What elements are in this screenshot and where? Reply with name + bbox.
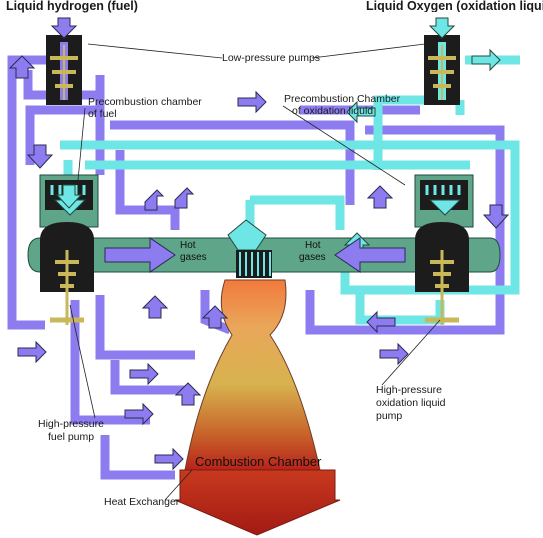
label-combustion-chamber: Combustion Chamber [195, 454, 322, 469]
fuel-inlet-arrow-icon [50, 17, 78, 39]
label-low-pressure-pumps: Low-pressure pumps [222, 52, 321, 64]
high-pressure-oxidizer-pump [415, 222, 469, 325]
label-hot-gases-left-2: gases [180, 252, 207, 263]
label-precomb-fuel-line1: Precombustion chamber [88, 96, 202, 108]
high-pressure-fuel-pump [40, 222, 94, 325]
hot-gas-arrow-right-icon [334, 237, 406, 273]
hot-gas-arrow-left-icon [104, 237, 176, 273]
label-hp-fuel-pump-1: High-pressure [38, 418, 104, 430]
label-hp-oxidizer-pump-3: pump [376, 410, 403, 422]
label-precomb-oxidizer-line2: of oxidation liquid [292, 105, 374, 117]
precombustion-chamber-oxidizer [414, 174, 474, 228]
low-pressure-pump-fuel [46, 35, 82, 105]
label-hp-oxidizer-pump-2: oxidation liquid [376, 397, 446, 409]
title-liquid-hydrogen: Liquid hydrogen (fuel) [6, 0, 138, 13]
title-liquid-oxygen: Liquid Oxygen (oxidation liquid) [366, 0, 543, 12]
label-heat-exchanger: Heat Exchanger [104, 496, 180, 508]
label-hot-gases-right-2: gases [299, 252, 326, 263]
label-hp-oxidizer-pump-1: High-pressure [376, 384, 442, 396]
main-injector [227, 219, 272, 278]
label-hot-gases-right-1: Hot [305, 240, 321, 251]
label-hot-gases-left-1: Hot [180, 240, 196, 251]
label-precomb-oxidizer-line1: Precombustion Chamber [284, 93, 401, 105]
low-pressure-pump-oxidizer [424, 35, 460, 105]
oxidizer-inlet-arrow-icon [428, 17, 456, 39]
label-hp-fuel-pump-2: fuel pump [48, 431, 95, 443]
fuel-flow-arrows [8, 55, 510, 471]
exhaust-arrow-icon [174, 469, 341, 536]
label-precomb-fuel-line2: of fuel [88, 108, 117, 120]
leader-lines [69, 43, 441, 501]
